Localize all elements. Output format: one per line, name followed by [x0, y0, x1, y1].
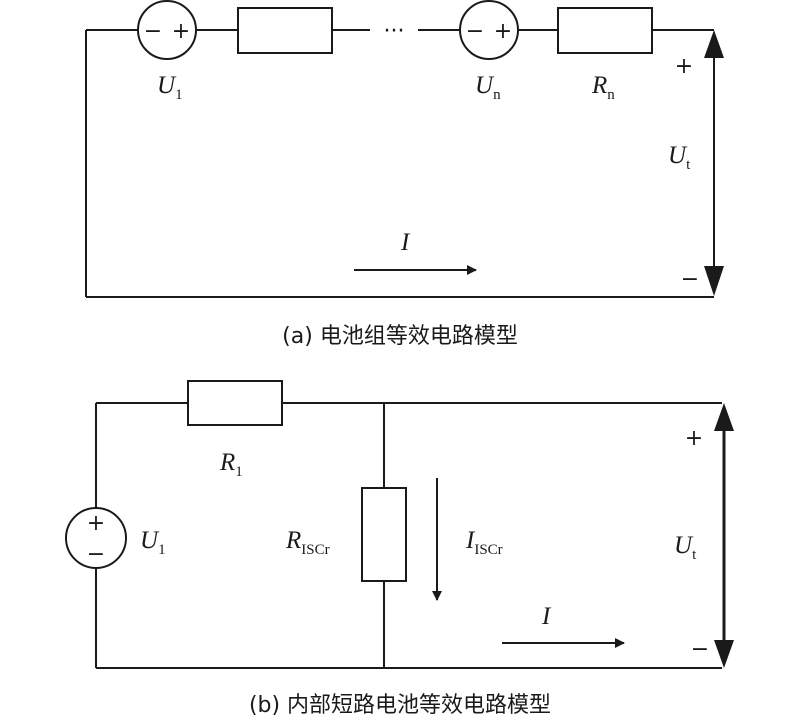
diagram-b-short-current: IISCr	[432, 478, 503, 601]
source-minus-sign: −	[144, 19, 162, 44]
source-un-label: Un	[475, 72, 501, 103]
resistor-riscr-label: RISCr	[285, 527, 330, 558]
resistor-rn-body	[557, 7, 653, 54]
diagram-a-ellipsis: ···	[384, 19, 405, 44]
short-current-label: IISCr	[465, 527, 503, 558]
terminal-minus-sign: −	[681, 267, 699, 292]
diagram-b-internal-short-model: + − U1 R1 RISCr IISCr + − Ut I (	[65, 380, 734, 718]
diagram-b-resistor-r1: R1	[187, 380, 283, 480]
terminal-minus-sign: −	[691, 637, 709, 662]
terminal-ut-label: Ut	[674, 532, 697, 563]
diagram-a-battery-pack-model: − + U1 ··· − + Un Rn + − Ut I (a)	[85, 0, 724, 349]
terminal-plus-sign: +	[675, 54, 693, 79]
voltage-source-circle	[137, 0, 197, 60]
current-label: I	[541, 603, 552, 630]
source-plus-sign: +	[494, 19, 512, 44]
diagram-a-wires	[85, 29, 714, 298]
resistor-rn-label: Rn	[591, 72, 615, 103]
resistor-r1-label: R1	[219, 449, 243, 480]
terminal-ut-label: Ut	[668, 142, 691, 173]
diagram-a-caption: (a) 电池组等效电路模型	[282, 324, 518, 349]
terminal-plus-sign: +	[685, 426, 703, 451]
current-label: I	[400, 229, 411, 256]
diagram-a-source-un: − + Un	[459, 0, 519, 103]
diagram-a-resistor-rn: Rn	[557, 7, 653, 103]
diagram-b-caption: (b) 内部短路电池等效电路模型	[249, 693, 551, 718]
diagram-a-terminal-voltage: + − Ut	[668, 30, 724, 296]
source-u1-label: U1	[157, 72, 183, 103]
diagram-a-resistor-1	[237, 7, 333, 54]
diagram-a-source-u1: − + U1	[137, 0, 197, 103]
source-minus-sign: −	[87, 542, 105, 567]
diagram-b-resistor-riscr: RISCr	[285, 487, 407, 582]
source-minus-sign: −	[466, 19, 484, 44]
diagram-b-current: I	[502, 603, 625, 648]
terminal-arrow-top-head	[704, 30, 724, 58]
diagram-b-wires	[95, 402, 722, 669]
voltage-source-circle	[459, 0, 519, 60]
terminal-arrow-bottom-head	[704, 266, 724, 296]
resistor-r1-body	[187, 380, 283, 426]
terminal-arrow-bottom-head	[714, 640, 734, 668]
source-plus-sign: +	[87, 511, 105, 536]
diagram-b-terminal-voltage: + − Ut	[674, 403, 734, 668]
terminal-arrow-top-head	[714, 403, 734, 431]
source-u1-label: U1	[140, 527, 166, 558]
diagram-b-source-u1: + − U1	[65, 507, 166, 569]
resistor-riscr-body	[361, 487, 407, 582]
source-plus-sign: +	[172, 19, 190, 44]
diagram-a-current: I	[354, 229, 477, 275]
voltage-source-circle	[65, 507, 127, 569]
